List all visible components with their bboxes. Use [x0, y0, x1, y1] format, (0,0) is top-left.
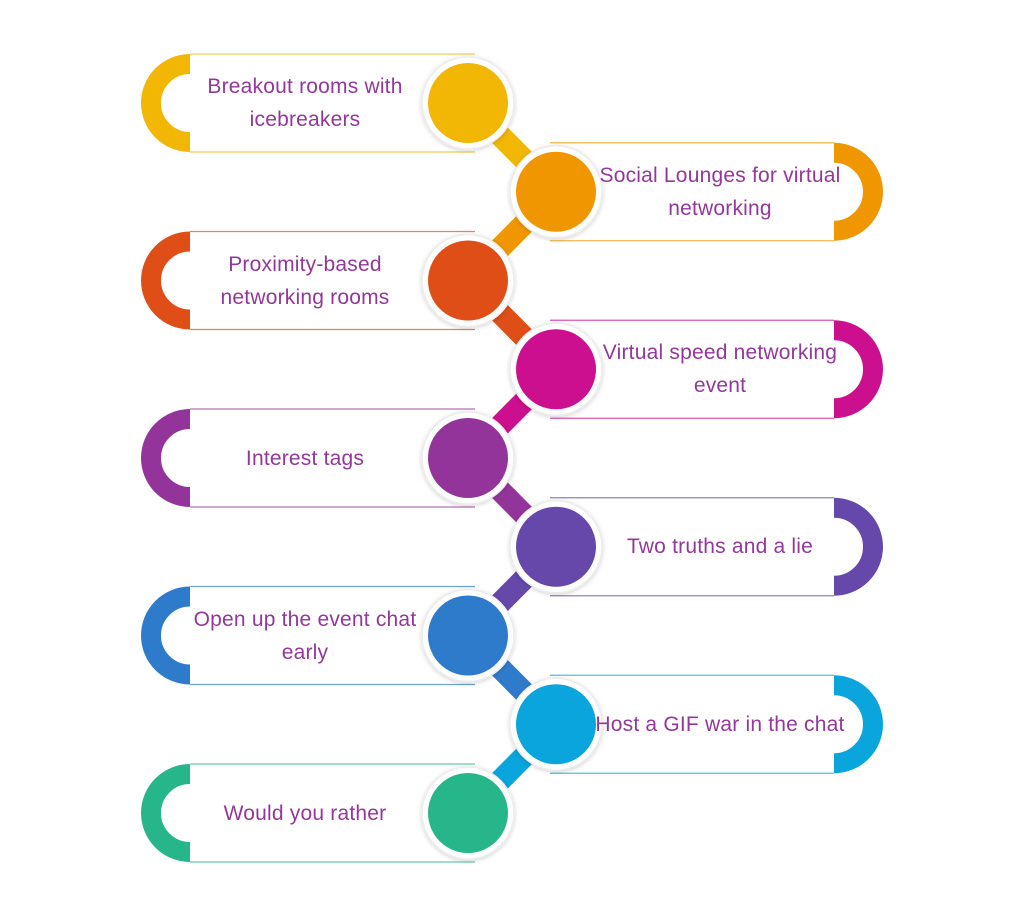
card-border — [550, 674, 834, 774]
step-label-9: Would you rather — [223, 801, 387, 825]
node-dot — [516, 329, 596, 410]
step-node-7 — [421, 588, 515, 683]
step-node-1 — [421, 56, 515, 150]
node-dot — [428, 63, 508, 143]
step-card-2 — [550, 142, 883, 242]
step-node-6 — [509, 500, 603, 594]
node-dot — [428, 240, 508, 321]
step-node-4 — [509, 322, 603, 416]
card-border — [550, 319, 834, 419]
node-dot — [516, 684, 596, 765]
step-card-6 — [550, 497, 883, 597]
step-node-2 — [509, 145, 603, 239]
card-border — [190, 230, 475, 331]
step-card-1 — [141, 53, 475, 153]
card-cap-arc — [833, 675, 883, 774]
node-dot — [428, 595, 508, 676]
step-label-4: Virtual speed networking event — [602, 341, 838, 398]
step-node-5 — [421, 411, 515, 505]
card-border — [550, 497, 834, 597]
step-node-9 — [421, 766, 515, 860]
card-cap-arc — [141, 586, 191, 685]
step-card-4 — [550, 319, 883, 419]
card-border — [190, 763, 475, 863]
card-border — [190, 585, 475, 686]
step-node-8 — [509, 677, 603, 771]
card-border — [190, 408, 475, 508]
card-cap-arc — [833, 320, 883, 419]
card-border — [550, 142, 834, 242]
step-label-1: Breakout rooms with icebreakers — [207, 75, 403, 131]
card-cap-arc — [141, 409, 191, 507]
step-node-3 — [421, 233, 515, 328]
step-label-6: Two truths and a lie — [626, 535, 814, 559]
card-cap-arc — [141, 764, 191, 862]
card-cap-arc — [833, 497, 883, 596]
card-cap-arc — [141, 54, 191, 152]
card-cap-arc — [833, 142, 883, 241]
step-label-7: Open up the event chat early — [193, 607, 417, 664]
card-cap-arc — [141, 231, 191, 330]
node-dot — [516, 506, 596, 587]
step-card-7 — [141, 585, 475, 686]
step-card-5 — [141, 408, 475, 508]
step-label-3: Proximity-based networking rooms — [220, 252, 390, 309]
step-card-9 — [141, 763, 475, 863]
node-dot — [428, 418, 508, 498]
step-label-5: Interest tags — [245, 446, 365, 470]
node-dot — [428, 773, 508, 853]
node-dot — [516, 151, 596, 232]
step-label-2: Social Lounges for virtual networking — [599, 163, 841, 220]
step-label-8: Host a GIF war in the chat — [595, 712, 845, 736]
card-border — [190, 53, 475, 153]
step-card-8 — [550, 674, 883, 774]
step-card-3 — [141, 230, 475, 331]
